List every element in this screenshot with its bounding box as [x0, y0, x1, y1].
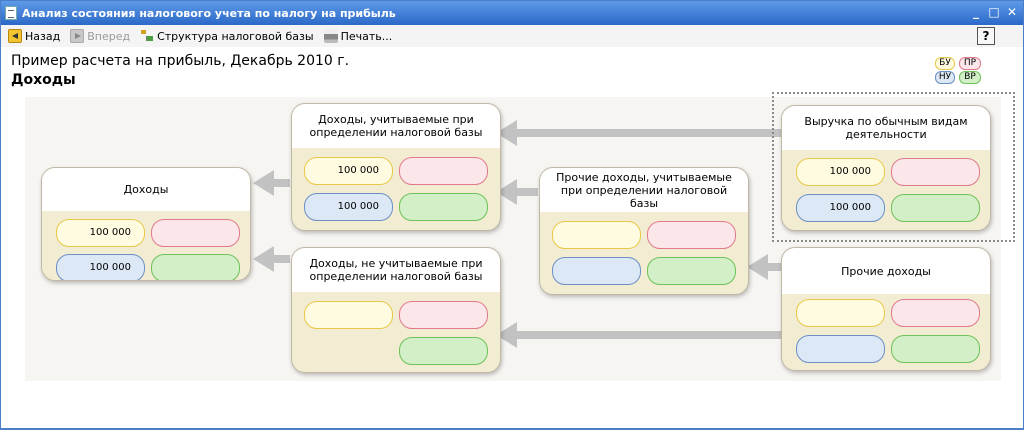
- income-bu-field[interactable]: 100 000: [56, 219, 145, 247]
- window-controls: _ □ ✕: [969, 4, 1019, 20]
- window-title: Анализ состояния налогового учета по нал…: [22, 6, 396, 20]
- card-taxable[interactable]: Доходы, учитываемые при определении нало…: [291, 103, 501, 231]
- maximize-button[interactable]: □: [988, 5, 1000, 19]
- back-label: Назад: [25, 29, 61, 43]
- income-pr-field[interactable]: [151, 219, 240, 247]
- arrow-nontaxable-to-income: [253, 246, 290, 272]
- taxable-pr-field[interactable]: [399, 157, 488, 185]
- flow-arrows: [253, 120, 781, 348]
- legend-vr: ВР: [959, 71, 981, 84]
- card-other-taxable[interactable]: Прочие доходы, учитываемые при определен…: [539, 167, 749, 295]
- structure-label: Структура налоговой базы: [157, 29, 314, 43]
- close-button[interactable]: ✕: [1006, 5, 1018, 19]
- revenue-nu-field[interactable]: 100 000: [796, 194, 885, 222]
- card-revenue[interactable]: Выручка по обычным видам деятельности 10…: [781, 105, 991, 231]
- other-taxable-pr-field[interactable]: [647, 221, 736, 249]
- printer-icon: [323, 29, 338, 43]
- income-structure-diagram: Доходы 100 000 100 000 Доходы, учитываем…: [25, 92, 1015, 381]
- nontaxable-pr-field[interactable]: [399, 301, 488, 329]
- nontaxable-bu-field[interactable]: [304, 301, 393, 329]
- selection-frame: [772, 92, 1015, 242]
- card-taxable-title: Доходы, учитываемые при определении нало…: [292, 104, 500, 148]
- help-button[interactable]: ?: [977, 27, 995, 45]
- legend-bu: БУ: [935, 57, 955, 70]
- arrow-other-to-other-taxable: [747, 254, 781, 280]
- tree-structure-icon: [140, 29, 154, 43]
- card-revenue-title: Выручка по обычным видам деятельности: [782, 106, 990, 150]
- nontaxable-vr-field[interactable]: [399, 337, 488, 365]
- back-arrow-icon: [8, 29, 22, 43]
- other-taxable-nu-field[interactable]: [552, 257, 641, 285]
- other-pr-field[interactable]: [891, 299, 980, 327]
- revenue-pr-field[interactable]: [891, 158, 980, 186]
- minimize-button[interactable]: _: [973, 5, 979, 19]
- other-nu-field[interactable]: [796, 335, 885, 363]
- income-vr-field[interactable]: [151, 254, 240, 280]
- arrow-revenue-to-taxable: [496, 120, 781, 146]
- legend-nu: НУ: [935, 71, 955, 84]
- back-button[interactable]: Назад: [4, 27, 64, 45]
- card-other-taxable-title: Прочие доходы, учитываемые при определен…: [540, 168, 748, 212]
- card-other-title: Прочие доходы: [782, 248, 990, 294]
- forward-label: Вперед: [87, 29, 131, 43]
- arrow-other-taxable-to-taxable: [496, 179, 538, 205]
- forward-button[interactable]: Вперед: [66, 27, 134, 45]
- card-nontaxable[interactable]: Доходы, не учитываемые при определении н…: [291, 247, 501, 373]
- bottom-border: [1, 428, 1023, 429]
- revenue-vr-field[interactable]: [891, 194, 980, 222]
- other-taxable-vr-field[interactable]: [647, 257, 736, 285]
- card-income[interactable]: Доходы 100 000 100 000: [41, 167, 251, 281]
- page-title: Пример расчета на прибыль, Декабрь 2010 …: [11, 53, 350, 69]
- toolbar: Назад Вперед Структура налоговой базы Пе…: [1, 25, 1023, 47]
- print-label: Печать...: [340, 29, 393, 43]
- card-nontaxable-title: Доходы, не учитываемые при определении н…: [292, 248, 500, 292]
- other-taxable-bu-field[interactable]: [552, 221, 641, 249]
- taxable-nu-field[interactable]: 100 000: [304, 193, 393, 221]
- other-bu-field[interactable]: [796, 299, 885, 327]
- legend-pr: ПР: [959, 57, 981, 70]
- taxable-vr-field[interactable]: [399, 193, 488, 221]
- document-icon: [5, 6, 17, 20]
- section-title: Доходы: [11, 72, 76, 88]
- card-income-title: Доходы: [42, 168, 250, 211]
- other-vr-field[interactable]: [891, 335, 980, 363]
- income-nu-field[interactable]: 100 000: [56, 254, 145, 280]
- print-button[interactable]: Печать...: [320, 27, 397, 45]
- structure-button[interactable]: Структура налоговой базы: [136, 27, 317, 45]
- arrow-taxable-to-income: [253, 170, 290, 196]
- forward-arrow-icon: [70, 29, 85, 43]
- revenue-bu-field[interactable]: 100 000: [796, 158, 885, 186]
- taxable-bu-field[interactable]: 100 000: [304, 157, 393, 185]
- card-other[interactable]: Прочие доходы: [781, 247, 991, 371]
- title-bar[interactable]: Анализ состояния налогового учета по нал…: [1, 1, 1023, 25]
- arrow-other-to-nontaxable: [496, 322, 781, 348]
